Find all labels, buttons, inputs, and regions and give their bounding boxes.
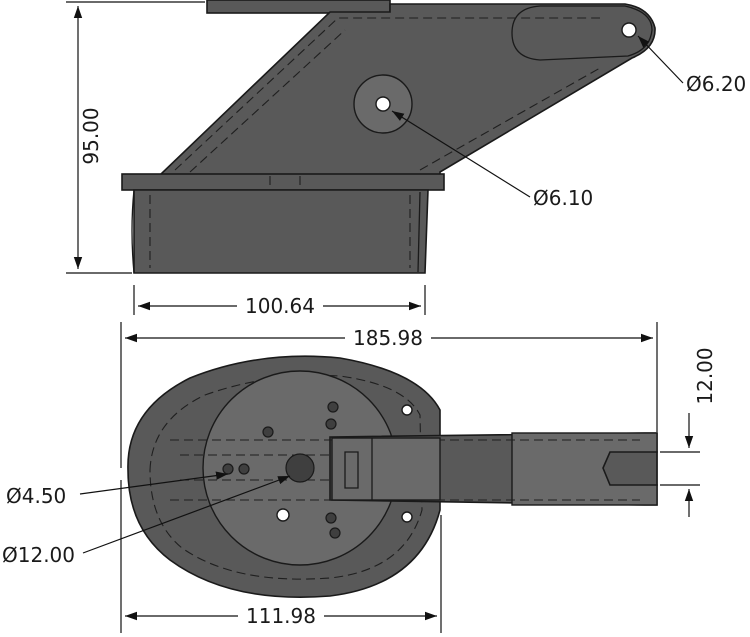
top-center-hole [285, 453, 315, 483]
top-small-hole-1 [222, 463, 234, 475]
dim-hole-end-label: Ø6.20 [686, 72, 746, 96]
dimension-12-slot: 12.00 [660, 347, 717, 517]
top-bolt-hole-8 [401, 404, 413, 416]
side-flange [121, 173, 445, 191]
leader-6-20: Ø6.20 [637, 35, 746, 96]
top-bolt-hole-5 [262, 426, 274, 438]
leader-12-00: Ø12.00 [2, 475, 291, 567]
side-base-edges [131, 189, 421, 274]
dim-overall-label: 185.98 [353, 326, 423, 350]
dim-hole-mid-label: Ø6.10 [533, 186, 593, 210]
side-top-plate [206, 0, 391, 14]
side-view [121, 0, 656, 274]
dimension-100-64: 100.64 [133, 285, 426, 318]
top-bolt-hole-3 [325, 512, 337, 524]
dimension-185-98: 185.98 [120, 322, 658, 468]
side-arm-slot [511, 5, 653, 61]
top-small-hole-2 [238, 463, 250, 475]
dimension-95: 95.00 [66, 1, 205, 274]
dim-slot-label: 12.00 [693, 347, 717, 404]
side-arm-end-hole [621, 22, 637, 38]
top-arm-clamp [331, 437, 441, 501]
side-arm-hidden [174, 17, 601, 173]
top-bolt-hole-6 [276, 508, 290, 522]
top-bolt-hole-7 [401, 511, 413, 523]
top-bolt-hole-2 [325, 418, 337, 430]
top-bolt-hole-1 [327, 401, 339, 413]
side-base-body [133, 189, 429, 274]
side-base-hidden [149, 176, 411, 268]
dim-base-side-label: 100.64 [245, 294, 315, 318]
dim-height-label: 95.00 [79, 107, 103, 164]
dim-base-top-label: 111.98 [246, 604, 316, 628]
top-bolt-hole-4 [329, 527, 341, 539]
leader-4-50: Ø4.50 [6, 471, 229, 508]
top-clamp-edges [344, 438, 373, 500]
leader-6-10: Ø6.10 [391, 110, 593, 210]
dim-hole-center-label: Ø12.00 [2, 543, 75, 567]
side-arm-mid-hole [375, 96, 391, 112]
top-fork-slot [602, 451, 658, 486]
dim-hole-small-label: Ø4.50 [6, 484, 66, 508]
dimension-111-98: 111.98 [120, 480, 442, 633]
top-body-hidden [149, 374, 423, 580]
